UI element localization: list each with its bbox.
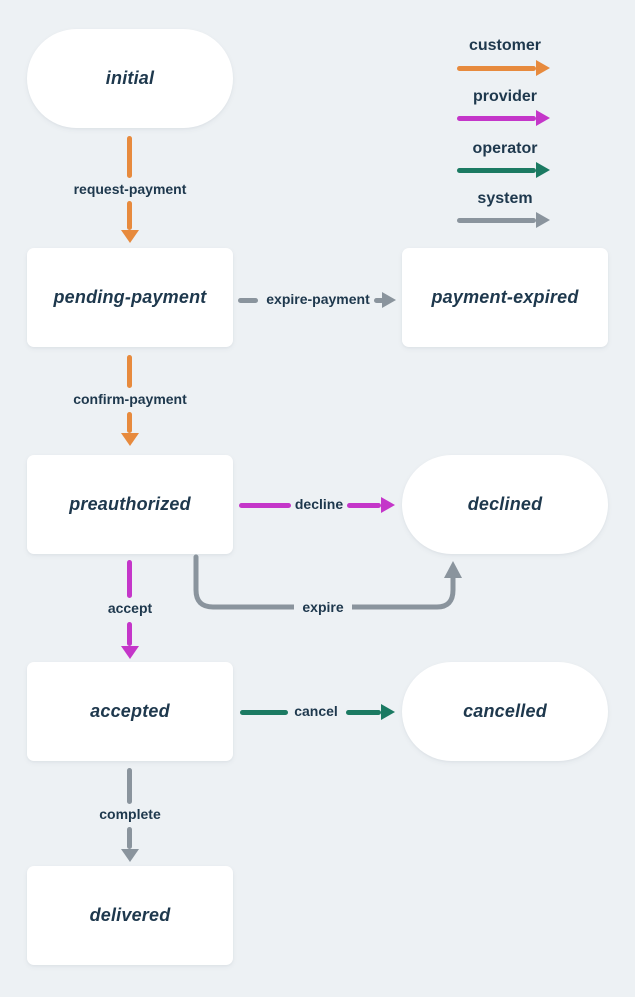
legend-label-operator: operator <box>472 140 538 157</box>
arrow-head <box>381 497 395 513</box>
arrow-line <box>127 355 132 388</box>
arrow-head <box>536 110 550 126</box>
arrow-line <box>457 218 536 223</box>
state-initial: initial <box>27 29 233 128</box>
legend-label-provider: provider <box>472 88 537 105</box>
arrow-line <box>127 622 132 646</box>
arrow-line <box>240 710 288 715</box>
transition-complete-label: complete <box>99 806 161 822</box>
arrow-head <box>536 212 550 228</box>
arrow-head <box>121 849 139 862</box>
arrow-line <box>346 710 381 715</box>
transition-confirm-payment-label: confirm-payment <box>73 391 187 407</box>
transition-cancel-label: cancel <box>294 703 338 719</box>
arrow-line <box>127 136 132 178</box>
state-payment-expired: payment-expired <box>402 248 608 347</box>
state-declined-label: declined <box>467 494 543 514</box>
legend-label-customer: customer <box>468 37 542 54</box>
arrow-head <box>121 230 139 243</box>
arrow-line <box>127 560 132 598</box>
arrow-head <box>381 704 395 720</box>
state-delivered-label: delivered <box>89 905 171 925</box>
legend-label-system: system <box>477 190 533 207</box>
state-preauthorized-label: preauthorized <box>69 494 191 514</box>
arrow-line <box>127 768 132 804</box>
transition-accept-label: accept <box>107 600 153 616</box>
state-initial-label: initial <box>105 68 155 88</box>
state-accepted: accepted <box>27 662 233 761</box>
state-cancelled-label: cancelled <box>463 701 547 721</box>
state-declined: declined <box>402 455 608 554</box>
arrow-line <box>457 168 536 173</box>
transition-request-payment-label: request-payment <box>73 181 187 197</box>
state-accepted-label: accepted <box>90 701 170 721</box>
transition-decline-label: decline <box>294 496 344 512</box>
state-payment-expired-label: payment-expired <box>431 287 579 307</box>
state-delivered: delivered <box>27 866 233 965</box>
arrow-line <box>239 503 291 508</box>
arrow-line <box>127 201 132 230</box>
transition-expire-payment-label: expire-payment <box>266 291 370 307</box>
arrow-line <box>457 66 536 71</box>
arrow-head <box>121 433 139 446</box>
arrow-line <box>457 116 536 121</box>
arrow-head <box>382 292 396 308</box>
arrow-head <box>536 162 550 178</box>
arrow-head <box>444 561 462 578</box>
transition-expire-label: expire <box>294 599 352 617</box>
state-preauthorized: preauthorized <box>27 455 233 554</box>
state-cancelled: cancelled <box>402 662 608 761</box>
arrow-head <box>121 646 139 659</box>
arrow-line <box>238 298 258 303</box>
arrow-head <box>536 60 550 76</box>
arrow-line <box>374 298 384 303</box>
state-pending-payment: pending-payment <box>27 248 233 347</box>
arrow-line <box>127 412 132 433</box>
state-pending-payment-label: pending-payment <box>53 287 207 307</box>
arrow-line <box>127 827 132 849</box>
arrow-line <box>347 503 381 508</box>
